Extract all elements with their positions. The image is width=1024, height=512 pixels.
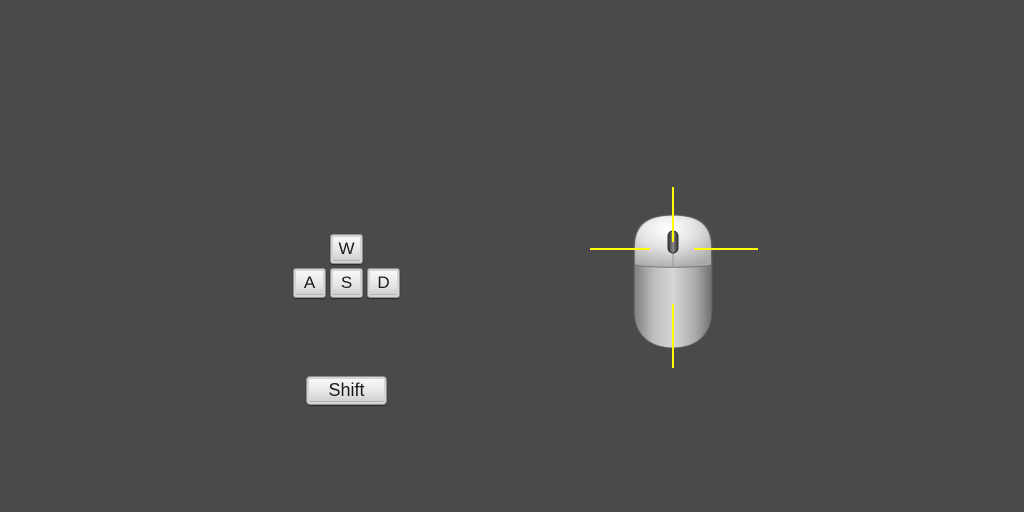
key-s: S [330, 268, 363, 298]
mouse-icon [590, 187, 758, 368]
crosshair-icon [590, 187, 758, 368]
key-shift: Shift [306, 376, 387, 405]
key-w: W [330, 234, 363, 264]
mouse-controls-hint [588, 185, 760, 370]
key-d: D [367, 268, 400, 298]
key-a: A [293, 268, 326, 298]
